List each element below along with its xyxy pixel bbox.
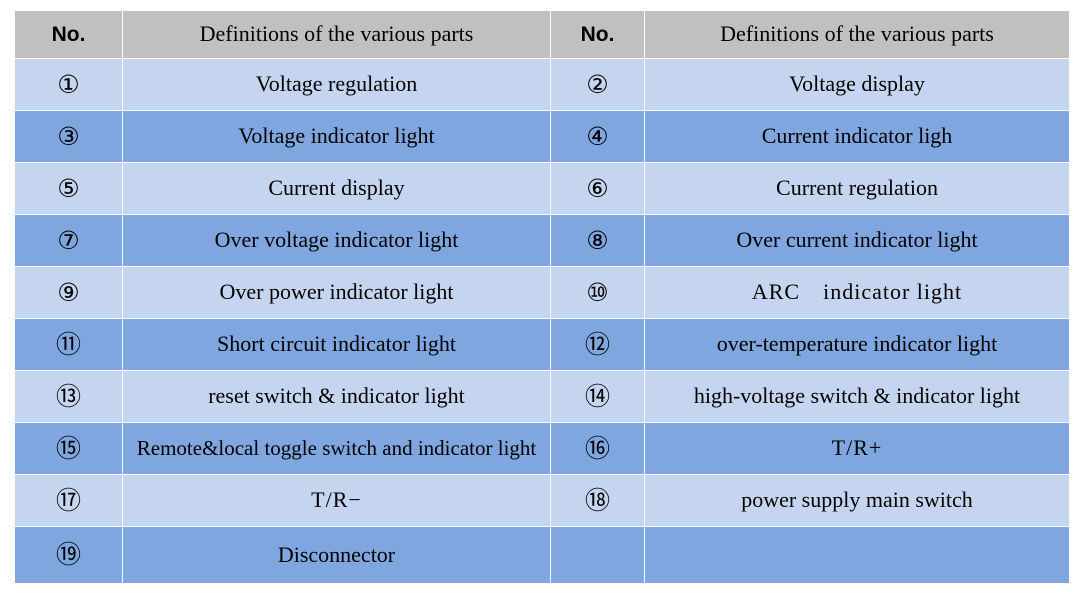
row-definition-left: reset switch & indicator light: [123, 371, 550, 422]
row-number-right: ⑩: [551, 267, 644, 318]
column-header-definition-left: Definitions of the various parts: [123, 11, 550, 58]
parts-definition-table: No. Definitions of the various parts No.…: [14, 10, 1070, 584]
table-row: ⑨ Over power indicator light ⑩ ARC indic…: [15, 267, 1069, 318]
row-number-right: ⑯: [551, 423, 644, 474]
row-definition-left: Short circuit indicator light: [123, 319, 550, 370]
row-definition-right: Current indicator ligh: [645, 111, 1069, 162]
table-row: ⑤ Current display ⑥ Current regulation: [15, 163, 1069, 214]
row-definition-right: [645, 527, 1069, 583]
row-definition-left: Remote&local toggle switch and indicator…: [123, 423, 550, 474]
row-number-left: ⑲: [15, 527, 122, 583]
row-definition-left: Current display: [123, 163, 550, 214]
row-definition-right: power supply main switch: [645, 475, 1069, 526]
table-row: ⑮ Remote&local toggle switch and indicat…: [15, 423, 1069, 474]
row-number-right: ④: [551, 111, 644, 162]
row-definition-left: T/R−: [123, 475, 550, 526]
row-number-left: ⑮: [15, 423, 122, 474]
table-row: ⑬ reset switch & indicator light ⑭ high-…: [15, 371, 1069, 422]
row-number-left: ⑨: [15, 267, 122, 318]
row-definition-right: ARC indicator light: [645, 267, 1069, 318]
row-number-right: ⑱: [551, 475, 644, 526]
row-definition-left: Disconnector: [123, 527, 550, 583]
row-definition-left: Voltage regulation: [123, 59, 550, 110]
row-number-left: ⑰: [15, 475, 122, 526]
table-row: ① Voltage regulation ② Voltage display: [15, 59, 1069, 110]
table-header-row: No. Definitions of the various parts No.…: [15, 11, 1069, 58]
row-definition-right: Current regulation: [645, 163, 1069, 214]
row-definition-left: Over voltage indicator light: [123, 215, 550, 266]
row-number-right: ⑧: [551, 215, 644, 266]
row-number-right: ⑫: [551, 319, 644, 370]
column-header-definition-right: Definitions of the various parts: [645, 11, 1069, 58]
table-row: ⑦ Over voltage indicator light ⑧ Over cu…: [15, 215, 1069, 266]
row-number-left: ③: [15, 111, 122, 162]
row-definition-right: T/R+: [645, 423, 1069, 474]
table-row: ⑪ Short circuit indicator light ⑫ over-t…: [15, 319, 1069, 370]
row-number-left: ①: [15, 59, 122, 110]
column-header-no-right: No.: [551, 11, 644, 58]
row-number-left: ⑤: [15, 163, 122, 214]
row-number-left: ⑪: [15, 319, 122, 370]
row-number-right: ⑥: [551, 163, 644, 214]
table-row: ③ Voltage indicator light ④ Current indi…: [15, 111, 1069, 162]
row-definition-right: over-temperature indicator light: [645, 319, 1069, 370]
column-header-no-left: No.: [15, 11, 122, 58]
row-number-right: [551, 527, 644, 583]
row-number-left: ⑬: [15, 371, 122, 422]
parts-definition-table-container: No. Definitions of the various parts No.…: [14, 10, 1070, 586]
row-definition-left: Over power indicator light: [123, 267, 550, 318]
row-definition-right: Voltage display: [645, 59, 1069, 110]
table-header: No. Definitions of the various parts No.…: [15, 11, 1069, 58]
table-row: ⑲ Disconnector: [15, 527, 1069, 583]
row-number-left: ⑦: [15, 215, 122, 266]
row-number-right: ②: [551, 59, 644, 110]
row-definition-left: Voltage indicator light: [123, 111, 550, 162]
row-definition-right: Over current indicator light: [645, 215, 1069, 266]
row-definition-right: high-voltage switch & indicator light: [645, 371, 1069, 422]
table-body: ① Voltage regulation ② Voltage display ③…: [15, 59, 1069, 583]
table-row: ⑰ T/R− ⑱ power supply main switch: [15, 475, 1069, 526]
row-number-right: ⑭: [551, 371, 644, 422]
